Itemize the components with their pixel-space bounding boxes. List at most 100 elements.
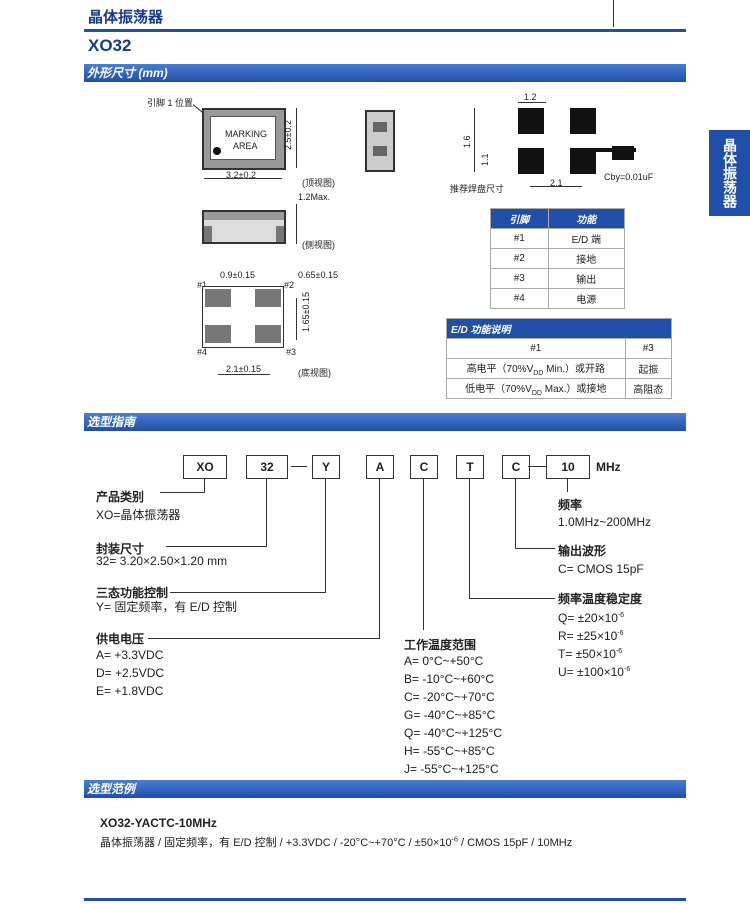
dim-line-side: [296, 204, 297, 244]
section-bar-example: 选型范例: [84, 780, 686, 798]
dim-pad-width-label: 0.9±0.15: [220, 270, 255, 280]
package-top-view: MARKING AREA: [202, 108, 286, 170]
voltage-value-e: E= +1.8VDC: [96, 684, 164, 698]
package-side-view: [202, 210, 286, 244]
size-label: 封装尺寸: [96, 542, 145, 556]
land-pad-1: [518, 108, 544, 134]
temp-value-a: A= 0°C~+50°C: [404, 654, 484, 668]
code-box-type: XO: [183, 455, 227, 479]
table-row: 低电平（70%VDD Max.）或接地 高阻态: [446, 378, 673, 399]
connector-type-v: [204, 478, 205, 492]
stability-label: 频率温度稳定度: [558, 592, 643, 606]
ed-row2-condition: 低电平（70%VDD Max.）或接地: [446, 378, 626, 399]
side-lid: [204, 212, 284, 220]
package-end-view: [365, 110, 395, 172]
bottom-pin2-label: #2: [284, 280, 295, 290]
connector-stab-h: [469, 598, 555, 599]
dim-pitch-v-label: 1.65±0.15: [301, 292, 311, 332]
function-cell: 输出: [547, 268, 626, 289]
voltage-value-d: D= +2.5VDC: [96, 666, 165, 680]
bottom-pin1-label: #1: [197, 280, 208, 290]
dim-line-width: [204, 178, 282, 179]
code-box-stability: T: [456, 455, 484, 479]
footer-rule: [84, 898, 686, 901]
land-pad-4: [518, 148, 544, 174]
frequency-value: 1.0MHz~200MHz: [558, 515, 652, 529]
pad-dim-line-left: [474, 108, 475, 172]
pin-cell: #4: [490, 288, 549, 309]
connector-wave-h: [515, 548, 555, 549]
example-desc-b: / CMOS 15pF / 10MHz: [457, 837, 573, 849]
stability-value-t: T= ±50×10-6: [558, 643, 622, 663]
table-row: #1 E/D 端: [490, 228, 626, 249]
bottom-pad-3: [255, 325, 281, 343]
bottom-pad-1: [205, 289, 231, 307]
connector-size-h: [166, 546, 267, 547]
bottom-pin4-label: #4: [197, 347, 208, 357]
bottom-pad-2: [255, 289, 281, 307]
code-box-temp: C: [410, 455, 438, 479]
pad-layout-caption: 推荐焊盘尺寸: [450, 184, 505, 194]
exponent: -6: [623, 666, 631, 673]
ed-function-table: E/D 功能说明 #1 #3 高电平（70%VDD Min.）或开路 起振 低电…: [446, 318, 673, 399]
function-cell: E/D 端: [547, 228, 626, 249]
code-box-tristate: Y: [312, 455, 340, 479]
land-pad-3: [570, 148, 596, 174]
tristate-label: 三态功能控制: [96, 586, 169, 600]
dim-line-height: [296, 108, 297, 168]
bottom-view-caption: (底视图): [298, 368, 331, 378]
type-value: XO=晶体振荡器: [96, 508, 181, 522]
pin-function-table: 引脚 功能 #1 E/D 端 #2 接地 #3 输出 #4 电源: [490, 208, 626, 309]
ed-row2-text-b: Max.）或接地: [541, 384, 607, 395]
ed-row2-sub: DD: [531, 390, 542, 397]
stability-r-text: R= ±25×10: [558, 629, 618, 643]
table-row: #3 输出: [490, 268, 626, 289]
frequency-label: 频率: [558, 498, 583, 512]
connector-freq-v: [567, 478, 568, 492]
exponent: -6: [617, 630, 624, 637]
voltage-label: 供电电压: [96, 632, 145, 646]
waveform-value: C= CMOS 15pF: [558, 562, 644, 576]
temp-value-h: H= -55°C~+85°C: [404, 744, 495, 758]
stability-q-text: Q= ±20×10: [558, 611, 618, 625]
table-row: 高电平（70%VDD Min.）或开路 起振: [446, 358, 673, 379]
bypass-capacitor: [612, 146, 634, 160]
pin-cell: #3: [490, 268, 549, 289]
code-dash: [291, 466, 307, 467]
ed-row1-text-b: Min.）或开路: [543, 364, 606, 375]
temp-value-q: Q= -40°C~+125°C: [404, 726, 502, 740]
pin-col-header: 引脚: [490, 208, 549, 229]
temp-value-c: C= -20°C~+70°C: [404, 690, 495, 704]
dim-width-label: 3.2±0.2: [226, 170, 256, 180]
code-box-output: C: [502, 455, 530, 479]
exponent: -6: [451, 836, 458, 844]
function-col-header: 功能: [547, 208, 626, 229]
ed-col2-header: #3: [624, 338, 673, 359]
code-box-freq: 10: [546, 455, 590, 479]
bypass-capacitor-label: Cby=0.01uF: [604, 172, 654, 182]
dim-pad-height-label: 0.65±0.15: [298, 270, 338, 280]
connector-tri-v: [325, 478, 326, 592]
table-row: #4 电源: [490, 288, 626, 309]
side-category-tab[interactable]: 晶体振荡器: [709, 130, 750, 216]
exponent: -6: [615, 648, 623, 655]
voltage-value-a: A= +3.3VDC: [96, 648, 164, 662]
pad-span-label: 1.6: [462, 135, 472, 148]
ed-row1-condition: 高电平（70%VDD Min.）或开路: [446, 358, 626, 379]
connector-volt-h: [148, 638, 380, 639]
ed-col1-header: #1: [446, 338, 626, 359]
section-bar-selection: 选型指南: [84, 413, 686, 431]
header-rule: [84, 29, 686, 32]
exponent: -6: [617, 612, 625, 619]
ed-row1-text-a: 高电平（70%V: [466, 364, 534, 375]
marking-area: MARKING AREA: [210, 116, 276, 160]
example-code: XO32-YACTC-10MHz: [100, 816, 217, 830]
pin1-dot-icon: [213, 147, 221, 155]
ed-row2-text-a: 低电平（70%V: [465, 384, 532, 395]
temp-value-g: G= -40°C~+85°C: [404, 708, 496, 722]
dim-pitch-h-label: 2.1±0.15: [226, 364, 261, 374]
function-cell: 接地: [547, 248, 626, 269]
dim-max-height-label: 1.2Max.: [298, 192, 331, 202]
product-model-title: XO32: [88, 36, 132, 55]
ed-row1-sub: DD: [533, 370, 544, 377]
